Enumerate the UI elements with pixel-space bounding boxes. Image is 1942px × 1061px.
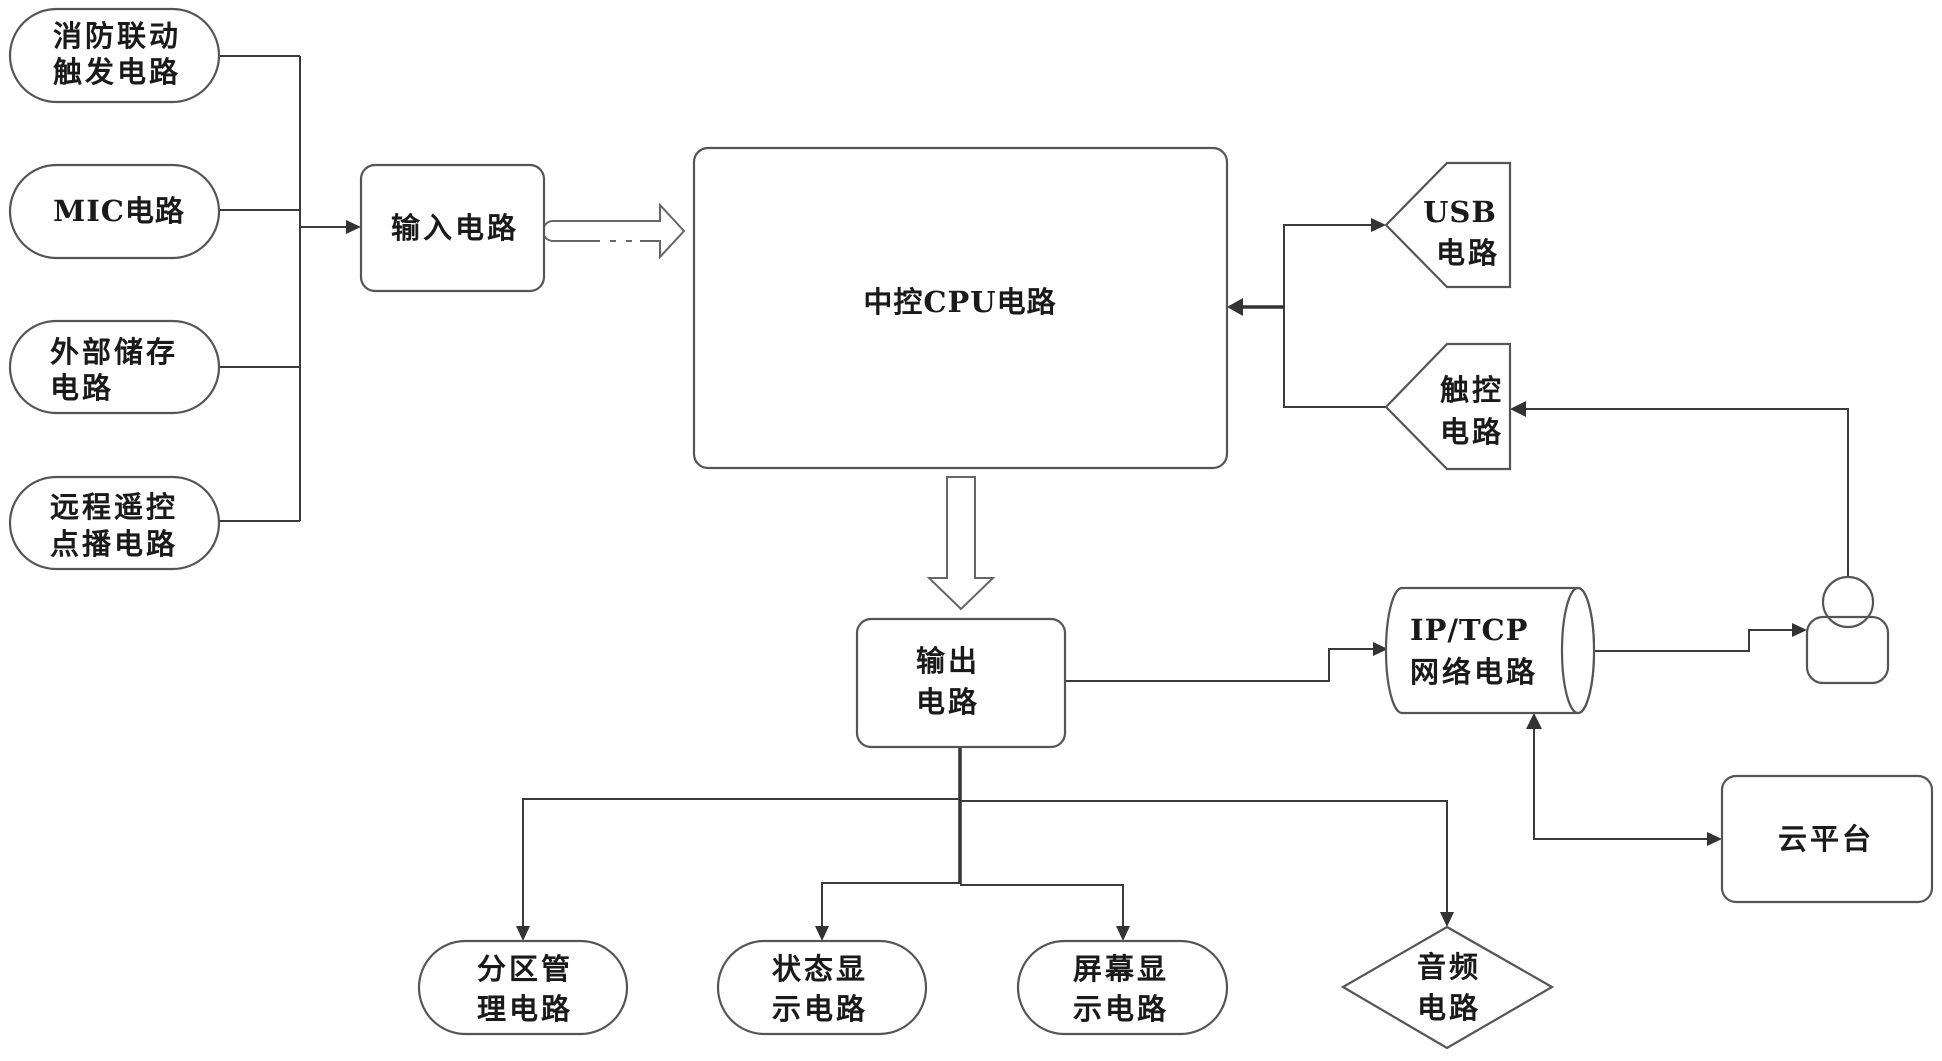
node-label-line: 示电路 <box>772 992 868 1026</box>
arrowhead-cpu <box>1227 298 1243 316</box>
person-head-icon <box>1821 575 1875 629</box>
hollow-arrow-cpu-to-output <box>926 476 996 611</box>
node-label-line: 音频 <box>1417 950 1481 984</box>
node-label-line: 消防联动 <box>53 19 181 53</box>
node-label-line: 点播电路 <box>50 527 178 561</box>
node-input: 输入电路 <box>359 163 546 293</box>
node-touch: 触控 电路 <box>1384 342 1512 471</box>
node-screen-display: 屏幕显 示电路 <box>1016 939 1229 1036</box>
node-label-line: 屏幕显 <box>1073 952 1169 986</box>
node-network: IP/TCP 网络电路 <box>1384 586 1596 715</box>
node-zone-management: 分区管 理电路 <box>417 939 629 1036</box>
node-label-line: 输入电路 <box>391 211 519 245</box>
node-label-line: 中控CPU电路 <box>863 285 1056 319</box>
node-remote-control: 远程遥控 点播电路 <box>8 475 221 571</box>
node-fire-linkage: 消防联动 触发电路 <box>8 7 221 104</box>
node-label-line: 远程遥控 <box>50 490 178 524</box>
arrowhead-audio <box>1440 912 1454 927</box>
arrowhead-user <box>1792 623 1807 637</box>
node-output: 输出 电路 <box>855 617 1067 749</box>
edge-user-to-touch <box>1524 408 1849 577</box>
node-label-line: 电路 <box>1440 415 1504 449</box>
edge-usb-branch <box>1283 224 1386 408</box>
node-label-line: 电路 <box>1417 991 1481 1025</box>
node-external-storage: 外部储存 电路 <box>8 319 221 415</box>
arrowhead-usb <box>1371 218 1386 232</box>
node-label-line: 理电路 <box>477 992 573 1026</box>
person-body-icon <box>1805 615 1890 685</box>
arrowhead-zone <box>516 926 530 941</box>
node-label-line: 触发电路 <box>53 55 181 89</box>
bus-top-right <box>960 800 1448 915</box>
node-label-line: 示电路 <box>1073 992 1169 1026</box>
arrowhead-touch <box>1510 401 1526 417</box>
bus-top-left <box>522 798 960 929</box>
arrowhead-screen <box>1116 926 1130 941</box>
edge-network-to-user <box>1594 629 1795 652</box>
node-label-line: MIC电路 <box>53 194 185 228</box>
node-label-line: 状态显 <box>772 952 868 986</box>
arrowhead-network <box>1373 642 1388 656</box>
node-label-line: 网络电路 <box>1410 655 1538 689</box>
node-label-line: 触控 <box>1440 373 1504 407</box>
node-label-line: 电路 <box>1436 236 1500 270</box>
node-status-display: 状态显 示电路 <box>716 939 928 1036</box>
node-label-line: 外部储存 <box>50 335 178 369</box>
node-usb: USB 电路 <box>1384 161 1512 289</box>
node-mic: MIC电路 <box>8 163 221 260</box>
bus-mid-left <box>821 882 960 929</box>
node-cloud: 云平台 <box>1720 774 1934 904</box>
edge-network-cloud <box>1533 727 1708 840</box>
node-label-line: 云平台 <box>1778 822 1874 856</box>
bus-mid-right <box>960 884 1124 929</box>
node-label-line: USB <box>1423 195 1497 229</box>
arrowhead-network-up <box>1526 713 1542 729</box>
arrowhead-status <box>815 926 829 941</box>
node-label-line: 输出 <box>916 644 980 678</box>
node-user <box>1805 575 1890 685</box>
node-label-line: 电路 <box>50 371 114 405</box>
node-label-line: 分区管 <box>477 952 573 986</box>
connectors <box>219 55 1849 941</box>
node-cpu: 中控CPU电路 <box>692 146 1229 470</box>
hollow-arrow-input-to-cpu <box>542 202 686 260</box>
edge-output-to-network <box>1065 648 1376 682</box>
arrowhead-cloud <box>1707 832 1722 846</box>
node-audio: 音频 电路 <box>1340 925 1555 1050</box>
arrowhead-input <box>346 220 361 234</box>
node-label-line: 电路 <box>916 685 980 719</box>
node-label-line: IP/TCP <box>1410 613 1528 647</box>
